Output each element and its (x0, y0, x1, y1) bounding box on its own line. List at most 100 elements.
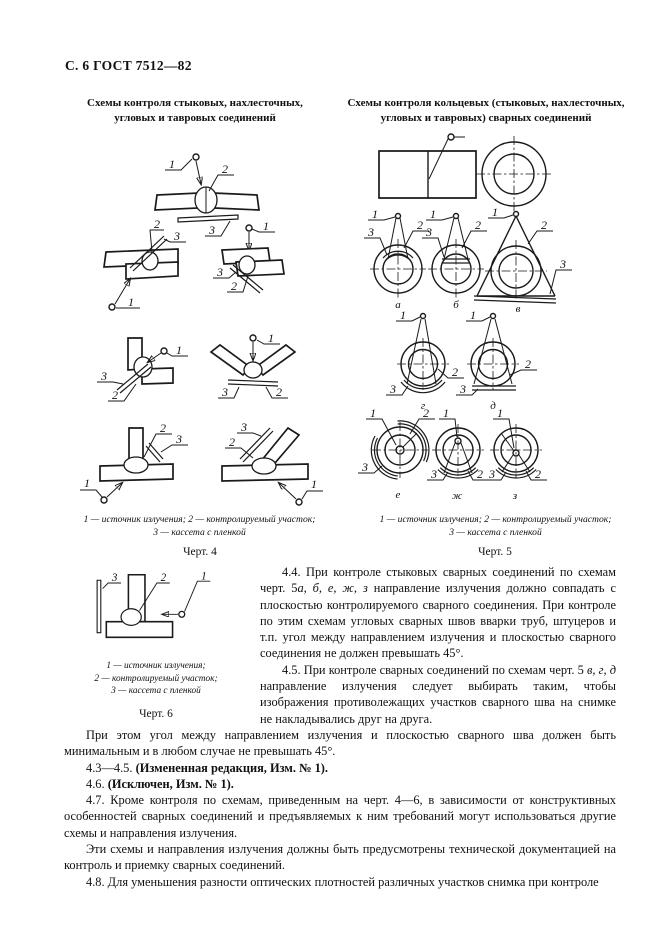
callout-1: 1 (492, 205, 498, 219)
scheme-label-zh: ж (452, 490, 463, 502)
callout-2: 2 (160, 421, 166, 435)
figure4-legend-line1: 1 — источник излучения; 2 — контролируем… (83, 514, 316, 525)
callout-3: 3 (367, 225, 374, 239)
callout-1: 1 (268, 331, 274, 345)
scheme-label-z: з (512, 490, 517, 502)
p45-lead: 4.5. При контроле сварных соединений по … (282, 662, 587, 677)
paragraph-4-8: 4.8. Для уменьшения разности оптических … (86, 874, 599, 889)
figure4-title-line2: угловых и тавровых соединений (114, 112, 276, 125)
callout-2: 2 (541, 218, 547, 232)
scheme-label-g: г (421, 400, 426, 412)
figure6-caption: Черт. 6 (139, 707, 173, 720)
callout-3: 3 (425, 225, 432, 239)
callout-3: 3 (559, 257, 566, 271)
figure4-weld-schemes: 1 2 3 2 3 1 1 (80, 153, 323, 506)
p46-excluded-note: (Исключен, Изм. № 1). (107, 776, 234, 791)
scheme-label-a: а (395, 299, 401, 311)
callout-1: 1 (128, 295, 134, 309)
callout-1: 1 (169, 157, 175, 171)
scheme-label-e: е (396, 489, 401, 501)
callout-2: 2 (475, 218, 481, 232)
figure6-legend-line2: 2 — контролируемый участок; (94, 673, 218, 684)
figure4-legend: 1 — источник излучения; 2 — контролируем… (52, 514, 347, 540)
figure6-legend: 1 — источник излучения; 2 — контролируем… (64, 660, 248, 698)
butt-joint-scheme: 1 2 3 (154, 153, 260, 237)
callout-2: 2 (477, 467, 483, 481)
figure4-caption: Черт. 4 (183, 546, 217, 558)
callout-3: 3 (459, 382, 466, 396)
callout-3: 3 (361, 460, 368, 474)
callout-2: 2 (535, 467, 541, 481)
callout-3: 3 (216, 265, 223, 279)
callout-3: 3 (488, 467, 495, 481)
callout-3: 3 (240, 420, 247, 434)
p46-number: 4.6. (86, 776, 108, 791)
p45-scheme-refs: в, г, д (586, 662, 616, 677)
callout-3: 3 (111, 572, 118, 584)
figure5-legend: 1 — источник излучения; 2 — контролируем… (348, 514, 643, 540)
figure5-title: Схемы контроля кольцевых (стыковых, нахл… (328, 96, 644, 127)
callout-2: 2 (525, 357, 531, 371)
figure5-title-line2: угловых и тавровых) сварных соединений (380, 112, 592, 125)
scheme-label-b: б (453, 299, 459, 311)
callout-3: 3 (208, 223, 215, 237)
lap-joint-left-scheme: 2 3 1 (103, 217, 186, 311)
figure5-title-line1: Схемы контроля кольцевых (стыковых, нахл… (347, 97, 625, 109)
callout-2: 2 (276, 385, 282, 399)
paragraph-4-7: 4.7. Кроме контроля по схемам, приведенн… (64, 793, 616, 840)
lap-joint-right-scheme: 1 3 2 (213, 219, 285, 294)
callout-2: 2 (112, 388, 118, 402)
callout-1: 1 (470, 308, 476, 322)
figure5-circumferential-schemes: 1 2 3 а 1 2 3 б (358, 133, 572, 502)
figure6-tee-scheme: 3 2 1 (96, 570, 211, 639)
callout-1: 1 (176, 343, 182, 357)
callout-1: 1 (311, 477, 317, 491)
tee-joint-scheme: 2 3 1 (80, 421, 188, 504)
figure5-legend-line2: 3 — кассета с пленкой (449, 526, 542, 538)
callout-1: 1 (430, 207, 436, 221)
p44-scheme-refs: а, б, е, ж, з (297, 581, 368, 596)
callout-1: 1 (400, 308, 406, 322)
callout-1: 1 (84, 476, 90, 490)
callout-3: 3 (175, 432, 182, 446)
callout-2: 2 (417, 218, 423, 232)
pipe-views (378, 133, 552, 212)
p435-revision-note: (Измененная редакция, Изм. № 1). (135, 760, 329, 775)
figure4-legend-line2: 3 — кассета с пленкой (153, 526, 246, 538)
figure4-title-line1: Схемы контроля стыковых, нахлесточных, (87, 97, 303, 109)
paragraph-4-5-cont: При этом угол между направлением излучен… (64, 727, 616, 759)
callout-1: 1 (201, 570, 207, 582)
callout-2: 2 (423, 406, 429, 420)
callout-3: 3 (389, 382, 396, 396)
paragraph-4-7-cont: Эти схемы и направления излучения должны… (64, 842, 616, 873)
paragraph-4-4: 4.4. При контроле стыковых сварных соеди… (64, 564, 616, 662)
scheme-zh: 1 2 3 ж (427, 406, 489, 502)
scheme-v: 1 2 3 в (473, 205, 572, 315)
corner-joint-scheme: 3 2 1 (97, 337, 188, 402)
p435-number: 4.3—4.5. (86, 760, 136, 775)
callout-1: 1 (497, 406, 503, 420)
figure4-title: Схемы контроля стыковых, нахлесточных, у… (70, 96, 320, 127)
callout-1: 1 (370, 406, 376, 420)
scheme-label-d: д (490, 400, 496, 412)
figure5-legend-line1: 1 — источник излучения; 2 — контролируем… (379, 514, 612, 525)
v-joint-scheme: 1 3 2 (209, 331, 297, 399)
body-text: 3 2 1 1 — источник излучения; 2 — контро… (64, 564, 616, 890)
figure6-legend-line1: 1 — источник излучения; (106, 661, 206, 671)
p45-rest: направление излучения следует выбирать т… (260, 679, 616, 726)
scheme-z: 1 2 3 з (485, 406, 547, 502)
scheme-d: 1 2 3 д (456, 308, 537, 412)
callout-1: 1 (263, 219, 269, 233)
scheme-e: 1 2 3 е (358, 406, 435, 501)
callout-2: 2 (161, 572, 167, 584)
callout-3: 3 (100, 369, 107, 383)
callout-2: 2 (452, 365, 458, 379)
callout-1: 1 (372, 207, 378, 221)
scheme-b: 1 2 3 б (422, 207, 487, 311)
callout-2: 2 (154, 217, 160, 231)
scheme-a: 1 2 3 а (364, 207, 429, 311)
p44-lead: 4.4. При контроле стыковых сварных соеди… (260, 565, 616, 596)
callout-2: 2 (231, 279, 237, 293)
callout-2: 2 (222, 162, 228, 176)
callout-3: 3 (430, 467, 437, 481)
